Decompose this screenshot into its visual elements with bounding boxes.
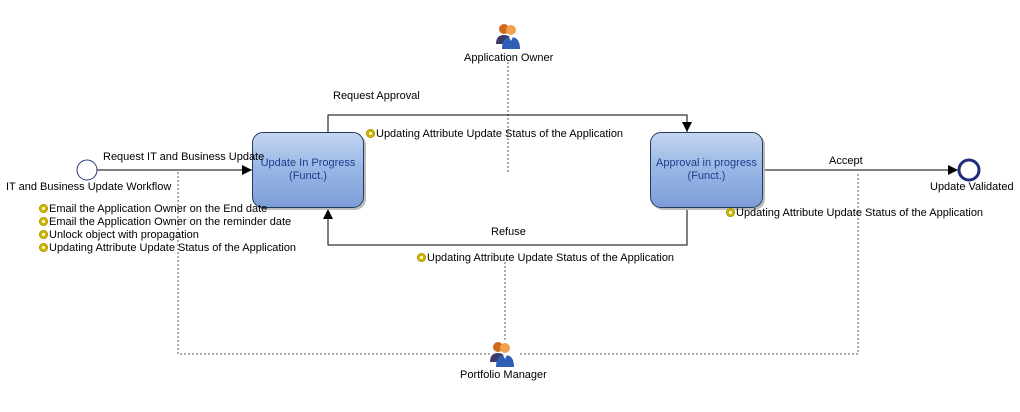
user-group-icon (490, 342, 514, 367)
gear-icon (39, 243, 48, 252)
end-event-label: Update Validated (930, 181, 1014, 193)
task-approval-in-progress-subtitle: (Funct.) (687, 170, 726, 182)
start-action-item: Unlock object with propagation (39, 229, 296, 242)
task-update-in-progress-subtitle: (Funct.) (289, 170, 327, 182)
start-event-label: IT and Business Update Workflow (6, 181, 172, 193)
start-action-item: Email the Application Owner on the End d… (39, 203, 296, 216)
task-approval-in-progress-title: Approval in progress (656, 157, 757, 169)
request-approval-action: Updating Attribute Update Status of the … (366, 128, 623, 141)
start-action-item: Email the Application Owner on the remin… (39, 216, 296, 229)
task-update-in-progress-title: Update In Progress (260, 157, 356, 169)
actor-application-owner-label: Application Owner (464, 52, 554, 64)
task-approval-in-progress[interactable]: Approval in progress (Funct.) (650, 132, 763, 208)
start-action-list: Email the Application Owner on the End d… (39, 203, 296, 255)
gear-icon (417, 253, 426, 262)
refuse-action: Updating Attribute Update Status of the … (417, 252, 674, 265)
task-update-in-progress[interactable]: Update In Progress (Funct.) (252, 132, 364, 208)
flow-refuse (323, 208, 688, 246)
gear-icon (39, 230, 48, 239)
gear-icon (726, 208, 735, 217)
start-event (76, 159, 98, 181)
gear-icon (366, 129, 375, 138)
flow-request-approval (327, 114, 692, 132)
start-action-item: Updating Attribute Update Status of the … (39, 242, 296, 255)
accept-action: Updating Attribute Update Status of the … (726, 207, 983, 220)
end-event (957, 158, 981, 182)
flow-label-accept: Accept (829, 155, 863, 167)
actor-portfolio-manager-label: Portfolio Manager (460, 369, 547, 381)
manager-association-right-line (520, 172, 859, 355)
flow-label-request-it-business-update: Request IT and Business Update (103, 151, 265, 163)
manager-association-left-line (177, 172, 490, 355)
gear-icon (39, 217, 48, 226)
user-group-icon (496, 24, 520, 49)
gear-icon (39, 204, 48, 213)
flow-label-refuse: Refuse (491, 226, 526, 238)
flow-label-request-approval: Request Approval (333, 90, 420, 102)
